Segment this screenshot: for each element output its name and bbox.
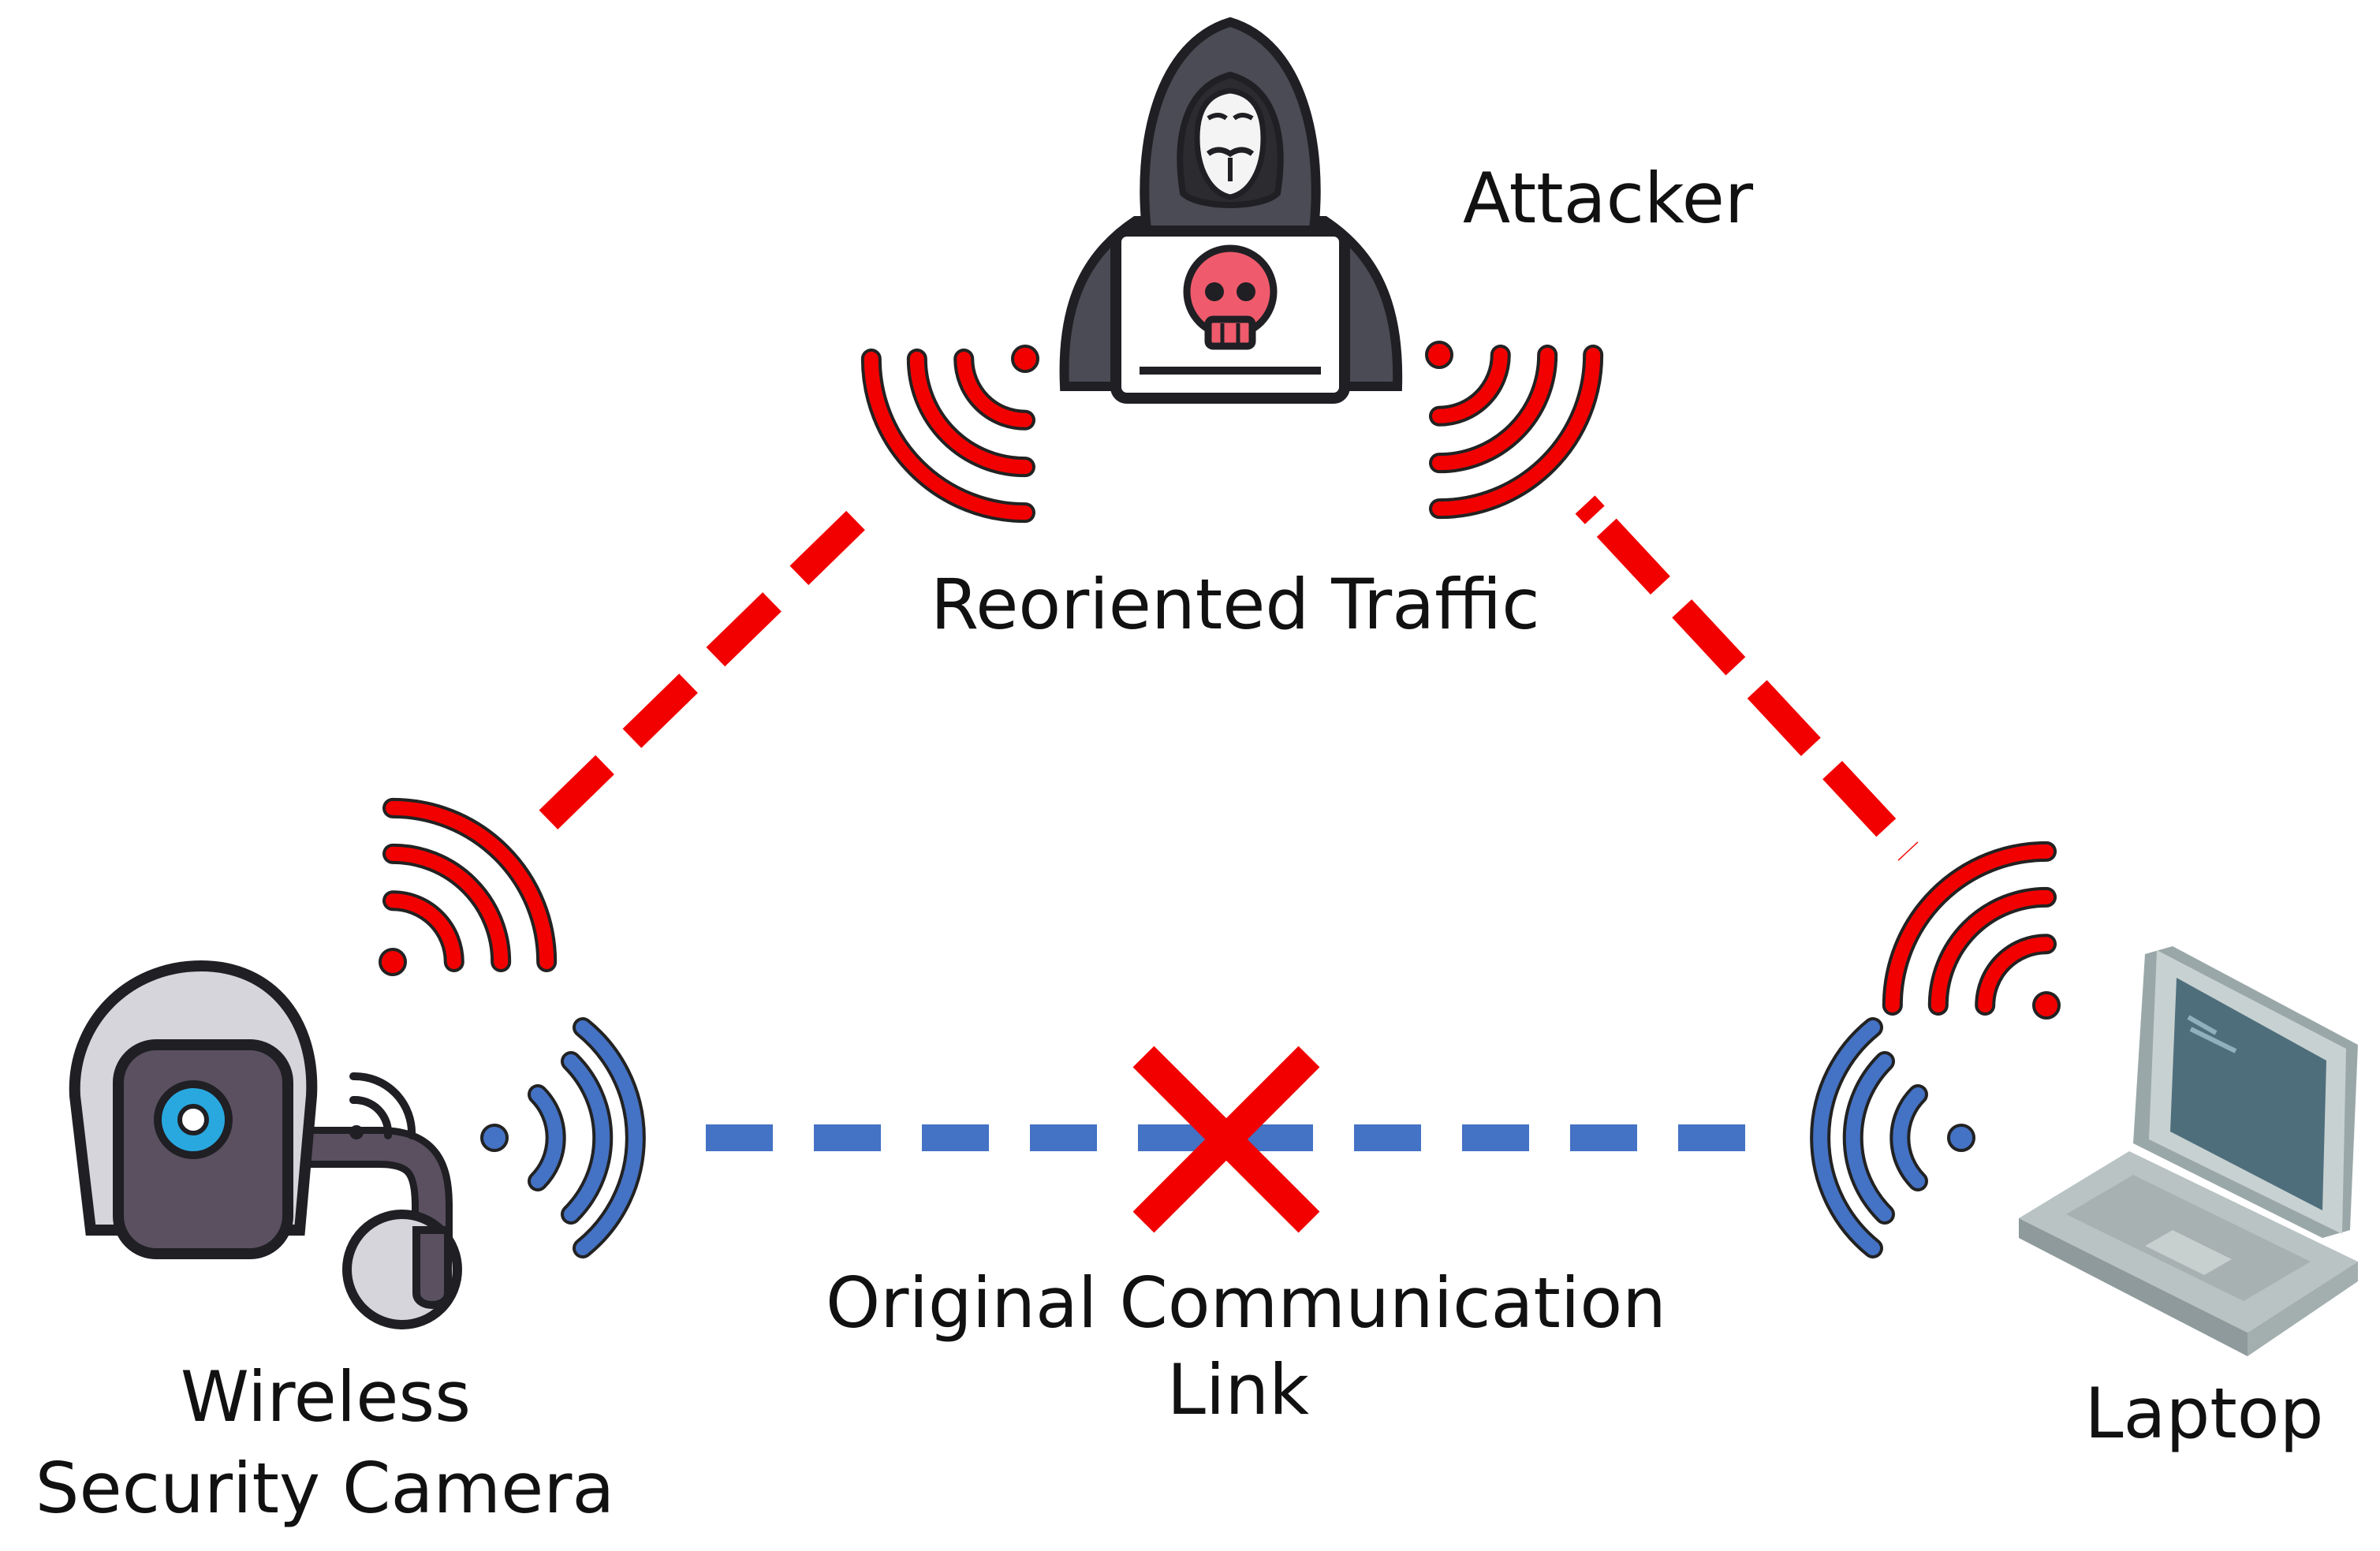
wifi-signal-icon (1425, 341, 1604, 520)
wifi-signal-icon (1810, 1017, 1975, 1258)
wifi-signal-icon (860, 345, 1039, 524)
camera-label-line1: Wireless (181, 1356, 471, 1437)
security-camera-icon (69, 960, 462, 1329)
camera-label-line2: Security Camera (35, 1448, 615, 1529)
skull-icon (1183, 244, 1278, 350)
laptop-label: Laptop (2084, 1373, 2323, 1454)
reoriented-traffic-label: Reoriented Traffic (931, 564, 1540, 645)
attack-path-right (1575, 495, 1919, 861)
hooded-hacker-icon (1059, 17, 1403, 404)
cross-mark-icon (1132, 1046, 1320, 1233)
wifi-signal-icon (379, 797, 558, 976)
wifi-signal-icon (1882, 841, 2061, 1020)
original-link-label-line2: Link (1167, 1349, 1309, 1430)
wifi-signal-icon (480, 1017, 646, 1258)
attack-path-left (535, 510, 865, 834)
laptop-icon (2019, 946, 2358, 1356)
attacker-label: Attacker (1463, 158, 1754, 239)
original-link-label-line1: Original Communication (826, 1262, 1666, 1344)
